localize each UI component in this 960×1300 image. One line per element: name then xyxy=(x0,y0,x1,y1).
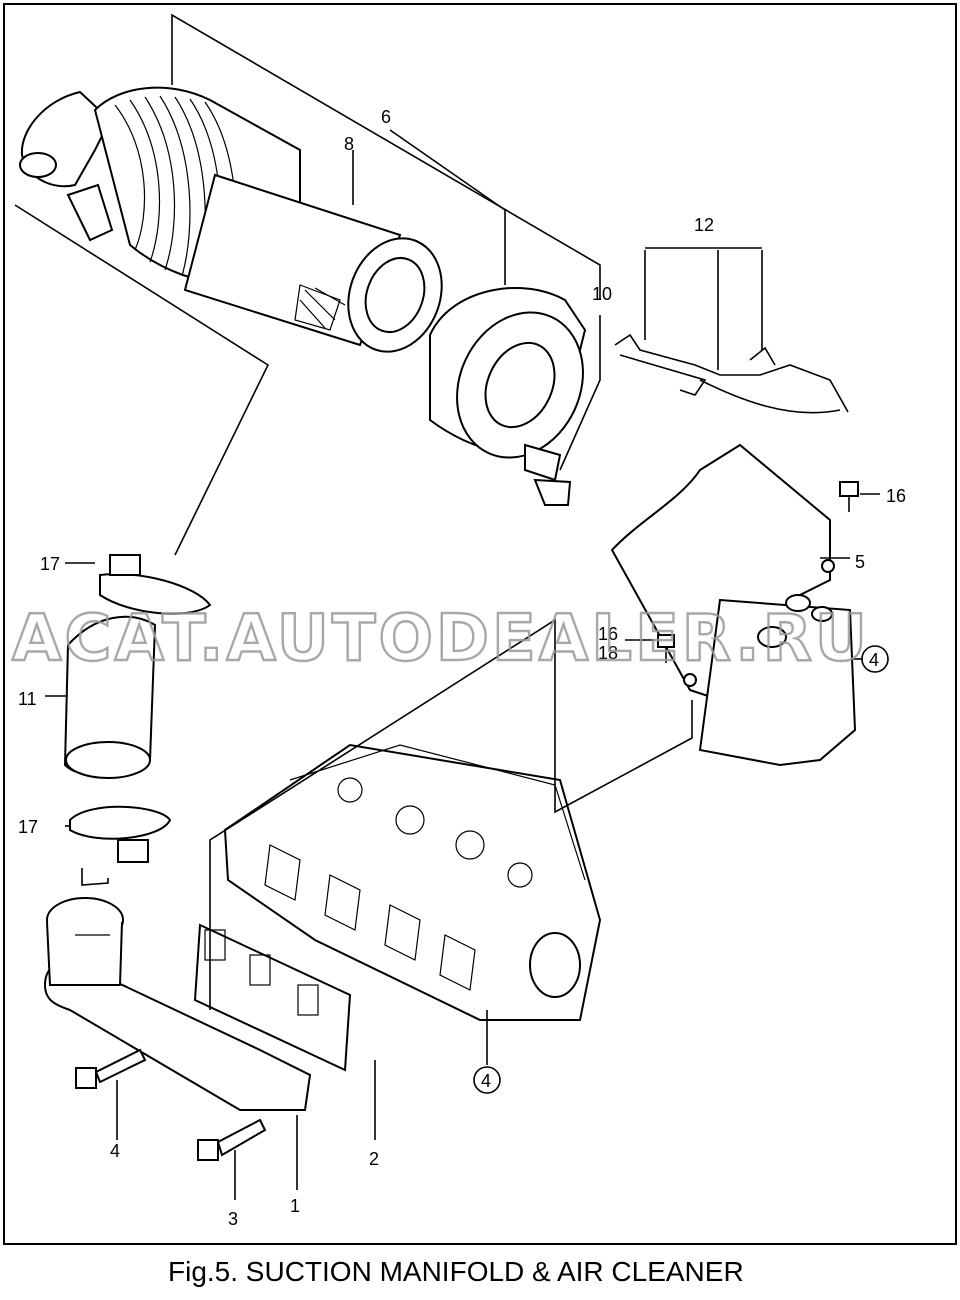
callout-11: 11 xyxy=(18,689,37,709)
callout-10: 10 xyxy=(592,284,612,304)
watermark: ACAT.AUTODEALER.RU xyxy=(12,602,870,676)
svg-text:4: 4 xyxy=(481,1071,491,1091)
bolt-16 xyxy=(657,481,859,663)
bracket-12 xyxy=(614,247,849,414)
bolt-3 xyxy=(197,1118,267,1161)
air-cleaner-assembly xyxy=(19,86,587,506)
callout-16-top: 16 xyxy=(886,486,906,506)
callout-12: 12 xyxy=(694,215,714,235)
callout-5: 5 xyxy=(855,552,865,572)
callout-16-mid: 16 xyxy=(598,624,618,644)
callout-4-circled-center: 4 xyxy=(473,1066,501,1094)
callout-6: 6 xyxy=(381,107,391,127)
callout-1: 1 xyxy=(290,1196,300,1216)
cylinder-head xyxy=(223,743,602,1021)
callout-3: 3 xyxy=(228,1209,238,1229)
rocker-cover xyxy=(698,594,857,767)
callout-8: 8 xyxy=(344,134,354,154)
gasket-2 xyxy=(193,923,352,1072)
suction-manifold xyxy=(43,897,312,1111)
callout-17-bottom: 17 xyxy=(18,817,38,837)
callout-18: 18 xyxy=(598,643,618,663)
figure-caption: Fig.5. SUCTION MANIFOLD & AIR CLEANER xyxy=(168,1256,744,1287)
callout-4-circled-right: 4 xyxy=(861,645,889,673)
callout-4-lower-left: 4 xyxy=(110,1141,120,1161)
clamp-17 xyxy=(69,554,212,863)
callout-2: 2 xyxy=(369,1149,379,1169)
callout-labels: 6 8 10 12 16 5 17 16 18 11 17 4 2 1 3 xyxy=(18,107,906,1229)
svg-text:4: 4 xyxy=(869,650,879,670)
diagram-frame xyxy=(3,3,957,1245)
hose-11 xyxy=(63,615,157,779)
bolt-4 xyxy=(75,1048,147,1089)
callout-17-top: 17 xyxy=(40,554,60,574)
callout-leaders xyxy=(14,13,880,1200)
